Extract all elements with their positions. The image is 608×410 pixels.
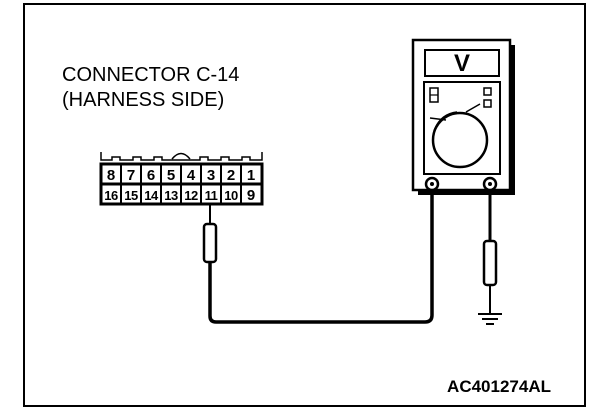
pin-label: 8 <box>107 167 115 184</box>
pin-label: 15 <box>124 188 138 203</box>
pin-label: 2 <box>227 167 235 184</box>
ground-probe-handle <box>482 239 498 287</box>
pin-label: 16 <box>104 188 118 203</box>
voltmeter-button-top <box>483 87 492 96</box>
voltmeter-display-text: V <box>454 50 470 77</box>
voltmeter-dial <box>431 111 489 169</box>
pin-label: 3 <box>207 167 215 184</box>
pin-label: 9 <box>247 187 255 204</box>
pin-label: 11 <box>205 188 218 203</box>
pin-label: 14 <box>144 188 159 203</box>
connector-c14: 8 7 6 5 4 3 2 1 16 15 14 13 12 11 10 9 <box>99 152 264 206</box>
voltmeter-dial-arc <box>429 103 481 132</box>
figure-id: AC401274AL <box>447 377 551 396</box>
voltmeter-terminal-v-core <box>488 182 492 186</box>
connector-top-edge <box>100 152 263 161</box>
probe-icon <box>202 204 218 264</box>
voltmeter-terminal-com-core <box>430 182 434 186</box>
voltmeter-display <box>424 49 500 77</box>
pin-label: 6 <box>147 167 155 184</box>
pin-label: 10 <box>224 188 238 203</box>
probe-handle <box>202 222 218 264</box>
connector-latch <box>171 152 191 160</box>
pin-label: 4 <box>187 167 196 184</box>
connector-title: CONNECTOR C-14 <box>62 64 239 86</box>
voltmeter-icon: V <box>411 38 515 195</box>
ground-symbol-icon <box>478 313 502 325</box>
pin-label: 1 <box>247 167 255 184</box>
test-lead-wire <box>208 188 434 324</box>
pin-label: 5 <box>167 167 175 184</box>
diagram-frame <box>23 3 586 407</box>
connector-subtitle: (HARNESS SIDE) <box>62 89 224 111</box>
pin-label: 7 <box>127 167 135 184</box>
pin-label: 13 <box>164 188 178 203</box>
voltmeter-button-bottom <box>483 99 492 108</box>
ground-lead <box>482 188 498 315</box>
pin-label: 12 <box>184 188 198 203</box>
